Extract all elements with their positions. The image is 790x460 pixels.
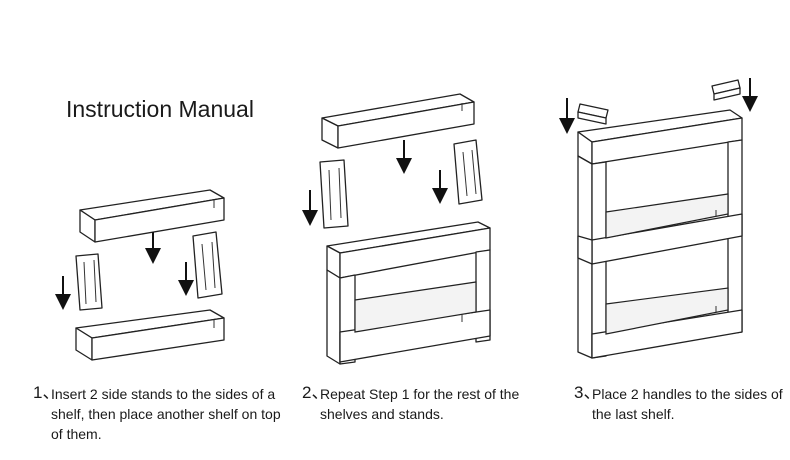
side-stand-icon	[192, 231, 223, 299]
step-number: 3、	[574, 383, 601, 402]
step-text: Place 2 handles to the sides of the last…	[592, 386, 783, 422]
step-text: Repeat Step 1 for the rest of the shelve…	[320, 386, 520, 422]
step-number: 2、	[302, 383, 329, 402]
step1-illustration	[55, 189, 225, 361]
handle-icon	[577, 103, 609, 125]
step-number: 1、	[33, 383, 60, 402]
step-text: Insert 2 side stands to the sides of a s…	[51, 386, 281, 442]
shelf-board-icon	[79, 189, 225, 243]
shelf-board-icon	[75, 309, 225, 361]
step2-illustration	[302, 93, 491, 365]
side-stand-icon	[453, 139, 483, 205]
assembly-illustration	[55, 78, 758, 365]
assembled-unit-one-tier	[326, 221, 491, 365]
page-title: Instruction Manual	[66, 96, 254, 122]
step3-illustration	[559, 78, 758, 359]
side-stand-icon	[75, 253, 103, 311]
shelf-board-icon	[321, 93, 475, 149]
handle-icon	[711, 79, 741, 101]
side-stand-icon	[319, 159, 349, 229]
